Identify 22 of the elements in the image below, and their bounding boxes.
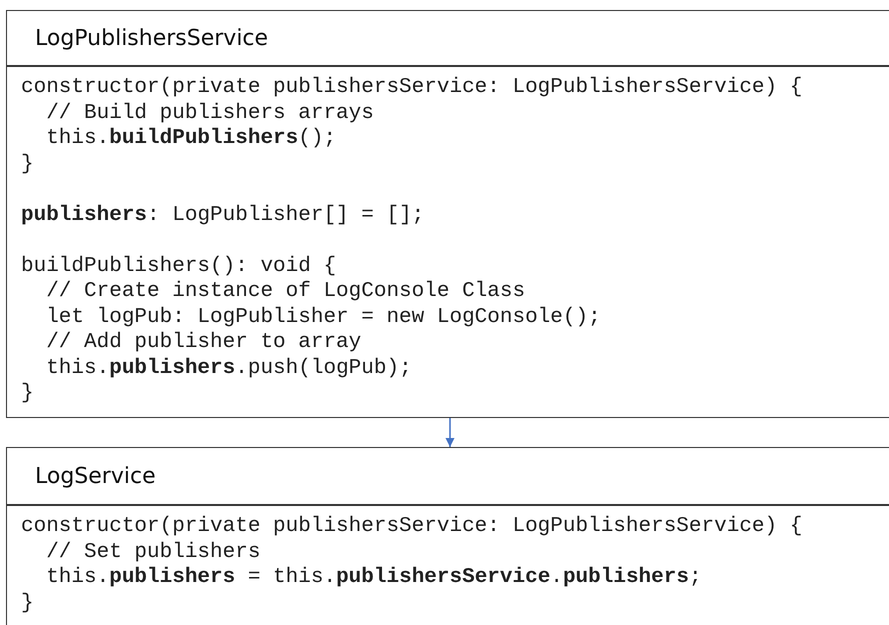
code-line: constructor(private publishersService: LogPublishersService) { — [21, 75, 802, 100]
code-line: } — [21, 381, 34, 406]
code-line: let logPub: LogPublisher = new LogConsole(); — [45, 304, 601, 330]
class-name: LogPublishersService — [35, 26, 268, 50]
code-line: publishers: LogPublisher[] = []; — [21, 202, 424, 228]
code-line: this.publishers = this.publishersService.publishers; — [45, 565, 702, 590]
code-box — [6, 505, 889, 625]
class-name: LogService — [35, 464, 156, 488]
code-line: constructor(private publishersService: LogPublishersService) { — [21, 514, 802, 540]
code-line: // Add publisher to array — [45, 330, 362, 356]
code-box — [6, 66, 889, 418]
code-line: this.publishers.push(logPub); — [45, 356, 412, 381]
code-line: this.buildPublishers(); — [45, 126, 336, 152]
code-line: // Build publishers arrays — [45, 100, 374, 126]
arrow — [446, 418, 454, 447]
class-name-box — [6, 10, 889, 66]
class-name-box — [6, 447, 889, 505]
code-line: // Create instance of LogConsole Class — [45, 279, 526, 304]
code-line: // Set publishers — [45, 540, 260, 565]
code-line: } — [21, 590, 34, 616]
code-line: } — [21, 152, 34, 177]
code-line: buildPublishers(): void { — [21, 254, 336, 279]
